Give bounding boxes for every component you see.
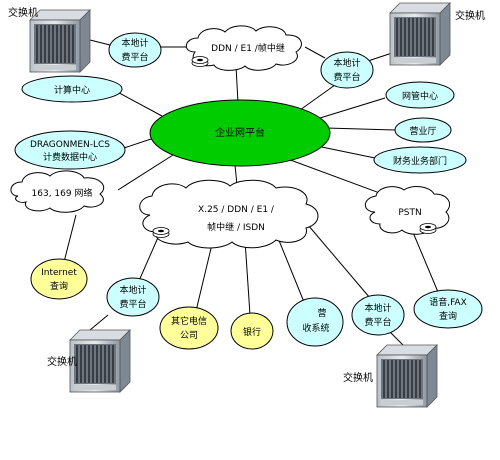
voice-fax-query-node: 语音,FAX 查询: [413, 289, 483, 329]
node-label: 查询: [50, 280, 68, 292]
dragon-lcs-node: DRAGONMEN-LCS 计费数据中心: [14, 130, 126, 170]
node-label: 网管中心: [402, 90, 438, 102]
switch-label: 交换机: [455, 9, 485, 22]
bank-node: 银行: [230, 312, 274, 350]
node-label: DRAGONMEN-LCS: [30, 140, 110, 150]
node-label: 查询: [439, 310, 457, 322]
network-label: 163, 169 网络: [32, 187, 93, 199]
node-label: 其它电信: [171, 315, 207, 327]
billing-platform-bottom-right: 本地计 费平台: [351, 294, 405, 336]
node-label: 本地计: [119, 284, 146, 296]
business-hall-node: 营业厅: [394, 117, 452, 143]
switch-bottom-right: 交换机: [343, 344, 438, 408]
switch-label: 交换机: [343, 371, 373, 384]
network-label: DDN / E1 /帧中继: [211, 42, 285, 54]
cloud-x25: X.25 / DDN / E1 / 帧中继 / ISDN: [139, 179, 319, 249]
node-label: 费平台: [364, 316, 391, 328]
other-telecom-node: 其它电信 公司: [159, 306, 219, 350]
node-label: 财务业务部门: [393, 155, 447, 167]
node-label: 公司: [180, 330, 198, 341]
collection-system-node: 营 收系统: [286, 297, 344, 347]
node-label: 本地计: [364, 302, 391, 314]
node-label: 收系统: [302, 322, 329, 334]
switch-label: 交换机: [47, 355, 77, 368]
switch-label: 交换机: [8, 6, 38, 19]
switch-top-left: 交换机: [8, 6, 91, 73]
node-label: 费平台: [333, 71, 360, 83]
node-label: 语音,FAX: [429, 296, 467, 308]
node-label: Internet: [41, 268, 77, 278]
node-label: 银行: [243, 326, 261, 338]
hub-label: 企业网平台: [215, 126, 265, 139]
network-label: X.25 / DDN / E1 /: [198, 205, 275, 215]
node-label: 本地计: [333, 57, 360, 69]
node-label: 营业厅: [409, 125, 436, 137]
network-label: PSTN: [398, 208, 421, 218]
node-label: 费平台: [121, 51, 148, 63]
cloud-ddn-top: DDN / E1 /帧中继: [185, 25, 302, 71]
node-label: 计费数据中心: [43, 151, 97, 163]
node-label: 计算中心: [54, 84, 90, 96]
internet-query-node: Internet 查询: [30, 258, 88, 300]
billing-platform-top-left: 本地计 费平台: [108, 32, 162, 68]
node-label: 本地计: [121, 37, 148, 49]
billing-platform-bottom-left: 本地计 费平台: [106, 277, 160, 317]
network-label: 帧中继 / ISDN: [207, 221, 265, 233]
billing-platform-top-right: 本地计 费平台: [320, 51, 374, 89]
connection-lines: [63, 39, 439, 346]
cloud-pstn: PSTN: [364, 186, 450, 235]
switch-top-right: 交换机: [389, 2, 485, 66]
cloud-163-169: 163, 169 网络: [10, 170, 105, 213]
node-label: 费平台: [119, 298, 146, 310]
node-label: 营: [317, 307, 326, 319]
finance-dept-node: 财务业务部门: [373, 146, 467, 174]
billing-center-node: 计算中心: [21, 75, 123, 103]
switch-bottom-left: 交换机: [47, 329, 131, 393]
network-mgmt-node: 网管中心: [385, 81, 455, 109]
enterprise-platform-hub: 企业网平台: [149, 99, 331, 167]
